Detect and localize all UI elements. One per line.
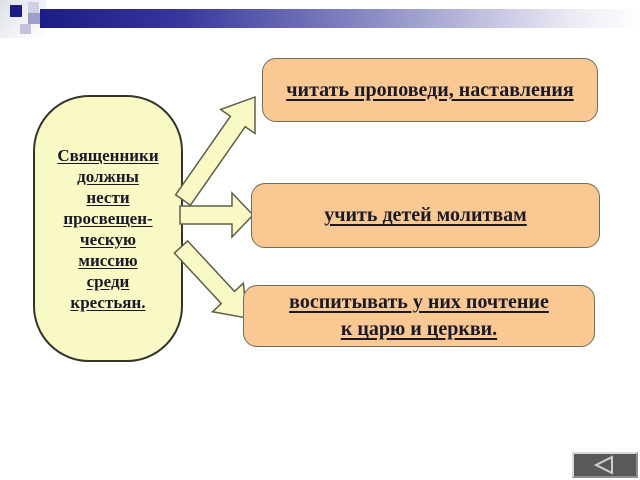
source-box-line: просвещен-	[63, 209, 153, 228]
arrow-right-icon	[179, 191, 255, 239]
source-box: Священники должны нести просвещен- ческу…	[33, 95, 183, 362]
outcome-box-3-label-line1: воспитывать у них почтение	[289, 291, 549, 313]
source-box-line: должны	[77, 167, 139, 186]
back-triangle-icon	[593, 455, 613, 475]
source-box-line: среди	[86, 272, 130, 291]
source-box-line: Священники	[57, 146, 159, 165]
outcome-box-1-label: читать проповеди, наставления	[286, 78, 574, 101]
header-square-decor	[28, 13, 40, 24]
header-square-decor	[20, 24, 31, 34]
outcome-box-2-label: учить детей молитвам	[324, 204, 527, 226]
source-box-line: нести	[86, 188, 130, 207]
outcome-box-3: воспитывать у них почтение к царю и церк…	[243, 285, 595, 347]
source-box-line: ческую	[80, 230, 136, 249]
outcome-box-2: учить детей молитвам	[251, 183, 600, 248]
back-button[interactable]	[572, 452, 638, 478]
header-square-decor	[10, 5, 22, 17]
outcome-box-3-label-line2: к царю и церкви.	[340, 318, 498, 340]
outcome-box-1: читать проповеди, наставления	[262, 58, 598, 122]
header-square-decor	[28, 2, 39, 13]
source-box-line: крестьян.	[70, 293, 146, 312]
arrow-down-right-icon	[173, 239, 248, 319]
header-gradient-bar	[40, 9, 640, 28]
source-box-line: миссию	[78, 251, 138, 270]
arrow-up-right-icon	[174, 95, 256, 207]
